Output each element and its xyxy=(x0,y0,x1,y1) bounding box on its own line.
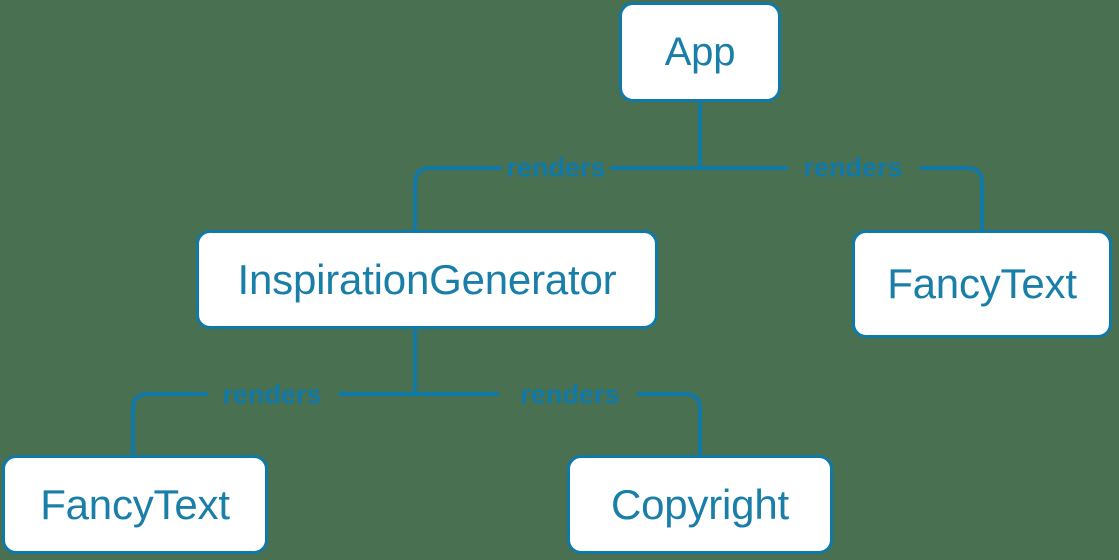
node-fancytext-bottom-label: FancyText xyxy=(40,480,230,528)
edge-label-inspiration-generator-to-copyright: renders xyxy=(520,379,620,410)
edge-label-inspiration-generator-to-fancytext-bottom: renders xyxy=(222,379,322,410)
node-app[interactable]: App xyxy=(619,2,781,102)
node-app-label: App xyxy=(664,30,736,74)
node-fancytext-right[interactable]: FancyText xyxy=(852,230,1112,338)
node-copyright[interactable]: Copyright xyxy=(567,455,833,554)
node-fancytext-right-label: FancyText xyxy=(887,260,1077,307)
node-inspiration-generator[interactable]: InspirationGenerator xyxy=(196,230,658,329)
node-inspiration-generator-label: InspirationGenerator xyxy=(237,255,617,303)
edge-label-app-to-fancytext-right: renders xyxy=(803,152,903,183)
node-copyright-label: Copyright xyxy=(611,480,789,528)
node-fancytext-bottom[interactable]: FancyText xyxy=(2,455,268,554)
edge-label-app-to-inspiration-generator: renders xyxy=(506,152,606,183)
